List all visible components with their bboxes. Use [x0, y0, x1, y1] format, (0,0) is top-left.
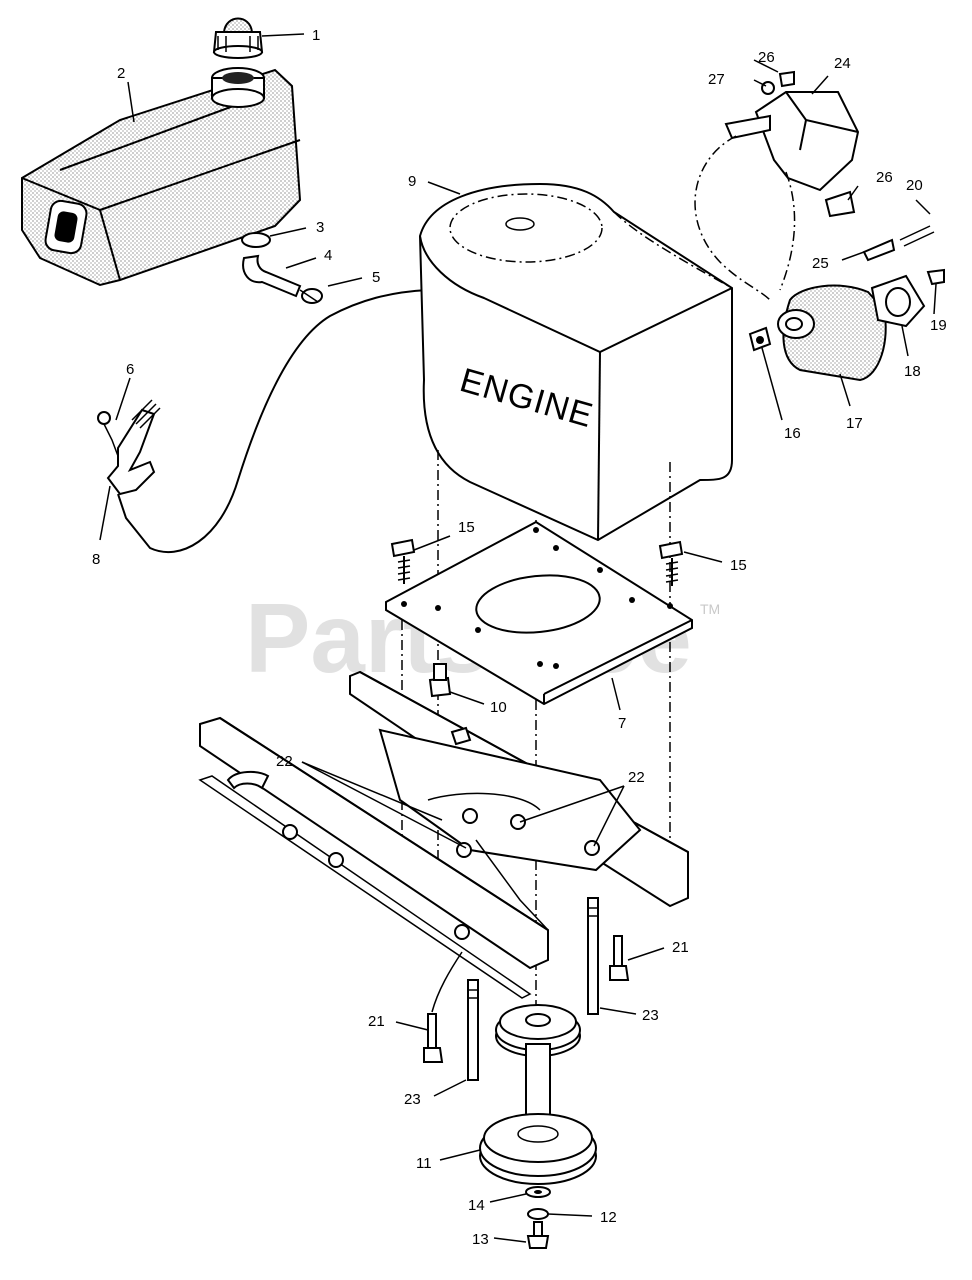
callout-20: 20 — [906, 177, 923, 194]
callout-15a: 15 — [458, 519, 475, 536]
muffler-assembly — [694, 70, 945, 382]
callout-12: 12 — [600, 1209, 617, 1226]
callout-15b: 15 — [730, 557, 747, 574]
callout-23a: 23 — [642, 1007, 659, 1024]
callout-6: 6 — [126, 361, 134, 378]
callout-10: 10 — [490, 699, 507, 716]
fuel-hose-assembly — [241, 232, 323, 304]
callout-19: 19 — [930, 317, 947, 334]
nut — [428, 663, 452, 698]
watermark-trademark: TM — [700, 601, 720, 617]
callout-23b: 23 — [404, 1091, 421, 1108]
callout-17: 17 — [846, 415, 863, 432]
throttle-control — [97, 289, 429, 553]
callout-4: 4 — [324, 247, 332, 264]
mount-plate — [385, 520, 693, 706]
callout-27: 27 — [708, 71, 725, 88]
callout-18: 18 — [904, 363, 921, 380]
engine: ENGINE — [418, 182, 733, 542]
callout-5: 5 — [372, 269, 380, 286]
callout-14: 14 — [468, 1197, 485, 1214]
callout-11: 11 — [416, 1155, 432, 1172]
callout-7: 7 — [618, 715, 626, 732]
callout-25: 25 — [812, 255, 829, 272]
callout-2: 2 — [117, 65, 125, 82]
pulley-fasteners — [525, 1186, 551, 1249]
fuel-tank — [21, 67, 302, 287]
callout-labels: 1 2 3 4 5 6 7 8 9 10 11 12 13 14 15 15 1… — [92, 27, 947, 1248]
fuel-cap — [212, 17, 264, 59]
callout-8: 8 — [92, 551, 100, 568]
callout-21a: 21 — [672, 939, 689, 956]
callout-9: 9 — [408, 173, 416, 190]
rods-and-bolts — [423, 897, 630, 1081]
callout-22a: 22 — [276, 753, 293, 770]
callout-16: 16 — [784, 425, 801, 442]
callout-24: 24 — [834, 55, 851, 72]
callout-1: 1 — [312, 27, 320, 44]
callout-22b: 22 — [628, 769, 645, 786]
engine-bolts — [390, 538, 684, 586]
pulley-assembly — [479, 1004, 597, 1185]
callout-21b: 21 — [368, 1013, 385, 1030]
callout-3: 3 — [316, 219, 324, 236]
leader-lines — [99, 33, 937, 1243]
callout-26a: 26 — [758, 49, 775, 66]
callout-26b: 26 — [876, 169, 893, 186]
callout-13: 13 — [472, 1231, 489, 1248]
